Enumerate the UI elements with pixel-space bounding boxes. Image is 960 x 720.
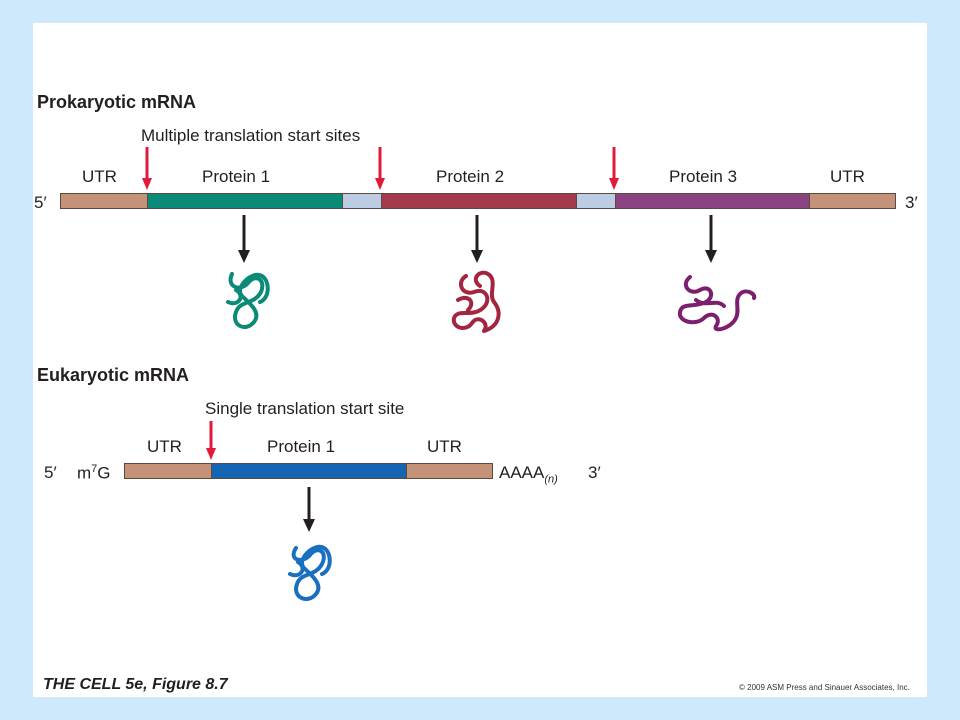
- start-site-arrow: [375, 147, 385, 190]
- euk-utr-3-label: UTR: [427, 437, 462, 456]
- prokaryotic-3prime-label: 3′: [905, 193, 918, 212]
- cap-label: m7G: [77, 463, 111, 483]
- prok-utr-3-label: UTR: [830, 167, 865, 186]
- prok-utr-3-bar: [809, 193, 896, 209]
- euk-utr-5-label: UTR: [147, 437, 182, 456]
- translation-arrow: [705, 215, 717, 263]
- polya-tail-label: AAAA(n): [499, 463, 558, 486]
- protein-3-squiggle: [677, 275, 757, 332]
- eukaryotic-subheading: Single translation start site: [205, 399, 405, 418]
- translation-arrow: [471, 215, 483, 263]
- eukaryotic-3prime-label: 3′: [588, 463, 601, 482]
- prok-protein2-label: Protein 2: [436, 167, 505, 186]
- start-site-arrow: [206, 421, 216, 460]
- protein-1-eukaryotic-squiggle: [288, 544, 332, 601]
- figure-slide: [33, 23, 927, 697]
- prok-protein1-label: Protein 1: [202, 167, 271, 186]
- prok-utr-5-label: UTR: [82, 167, 117, 186]
- translation-arrow: [303, 487, 315, 532]
- start-site-arrow: [142, 147, 152, 190]
- euk-protein1-label: Protein 1: [267, 437, 336, 456]
- eukaryotic-5prime-label: 5′: [44, 463, 57, 482]
- translation-arrow: [238, 215, 250, 263]
- prokaryotic-subheading: Multiple translation start sites: [141, 126, 361, 145]
- prokaryotic-5prime-label: 5′: [34, 193, 47, 212]
- protein-2-squiggle: [451, 270, 501, 333]
- protein-1-squiggle: [226, 272, 270, 329]
- eukaryotic-heading: Eukaryotic mRNA: [37, 365, 190, 385]
- prokaryotic-heading: Prokaryotic mRNA: [37, 92, 197, 112]
- euk-utr-3-bar: [406, 463, 493, 479]
- copyright-notice: © 2009 ASM Press and Sinauer Associates,…: [739, 683, 910, 692]
- start-site-arrow: [609, 147, 619, 190]
- figure-caption: THE CELL 5e, Figure 8.7: [43, 676, 228, 693]
- prok-protein3-label: Protein 3: [669, 167, 738, 186]
